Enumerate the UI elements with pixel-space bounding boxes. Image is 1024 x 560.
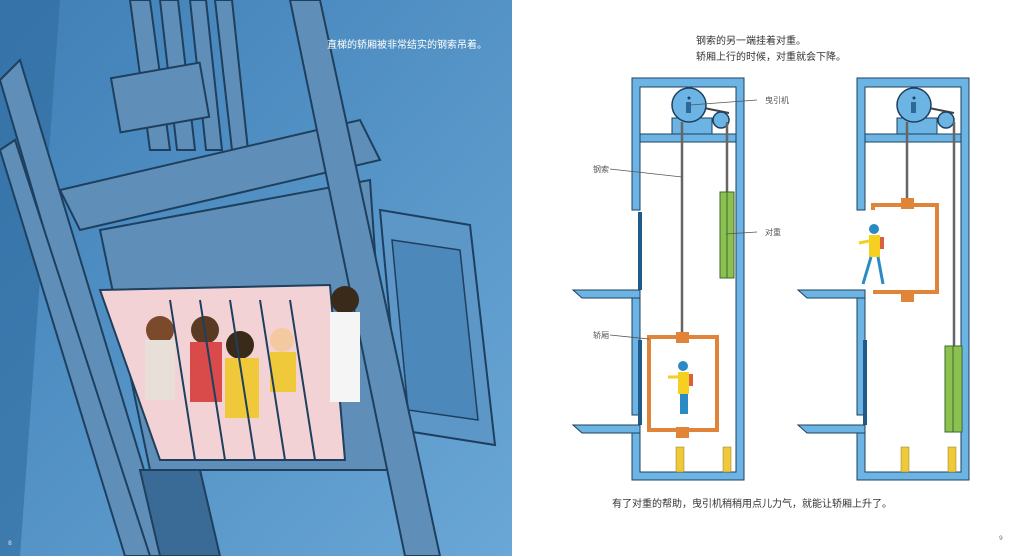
caption-line-2: 轿厢上行的时候，对重就会下降。 (696, 52, 846, 63)
child-figure-walking (858, 224, 885, 285)
passengers (145, 286, 360, 418)
label-steel-cable: 钢索 (593, 165, 609, 174)
label-counterweight: 对重 (765, 228, 781, 237)
page-number-right: 9 (999, 535, 1003, 542)
shaft-diagram-car-down (571, 77, 745, 481)
shaft-diagram-car-up (796, 77, 970, 481)
child-figure (668, 361, 693, 414)
bottom-caption: 有了对重的帮助，曳引机稍稍用点儿力气，就能让轿厢上升了。 (612, 499, 892, 510)
left-page-illustration: 直梯的轿厢被非常结实的钢索吊着。 8 (0, 0, 512, 557)
left-caption: 直梯的轿厢被非常结实的钢索吊着。 (327, 40, 487, 51)
label-car: 轿厢 (593, 331, 609, 340)
elevator-car-illustration (0, 0, 512, 557)
label-traction-machine: 曳引机 (765, 96, 789, 105)
elevator-diagrams (571, 77, 970, 481)
page-number-left: 8 (8, 540, 12, 547)
caption-line-1: 钢索的另一端挂着对重。 (696, 36, 806, 47)
right-page: 钢索的另一端挂着对重。 轿厢上行的时候，对重就会下降。 (512, 0, 1024, 556)
